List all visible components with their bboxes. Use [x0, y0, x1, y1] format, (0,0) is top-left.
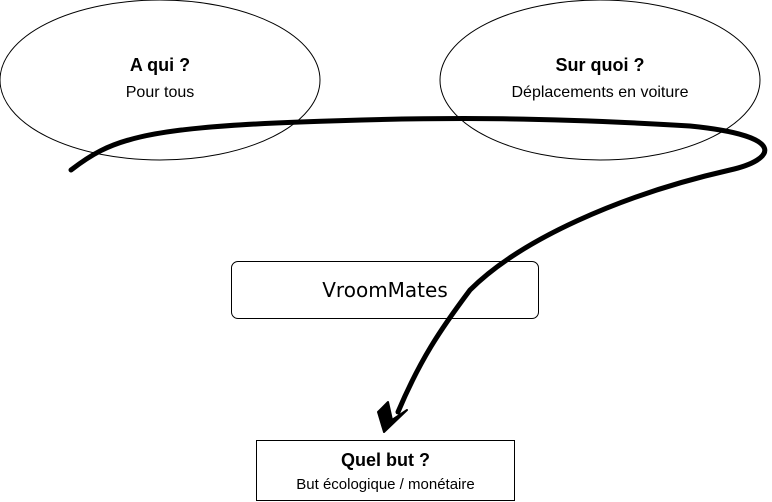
right-ellipse-title: Sur quoi ? [555, 55, 645, 75]
bottom-box: Quel but ? But écologique / monétaire [256, 440, 515, 501]
arrow-head-icon [377, 401, 408, 433]
left-ellipse-subtitle: Pour tous [125, 84, 195, 101]
right-ellipse-content: Sur quoi ? Déplacements en voiture [460, 54, 740, 103]
right-ellipse-subtitle: Déplacements en voiture [511, 84, 689, 101]
bottom-box-subtitle: But écologique / monétaire [296, 476, 475, 493]
right-ellipse [439, 0, 761, 161]
center-box-label: VroomMates [322, 278, 448, 302]
connector-curve [68, 116, 768, 415]
left-ellipse [0, 0, 321, 161]
left-ellipse-content: A qui ? Pour tous [20, 54, 300, 103]
left-ellipse-title: A qui ? [129, 55, 191, 75]
center-box: VroomMates [231, 261, 539, 319]
bottom-box-title: Quel but ? [341, 450, 430, 470]
